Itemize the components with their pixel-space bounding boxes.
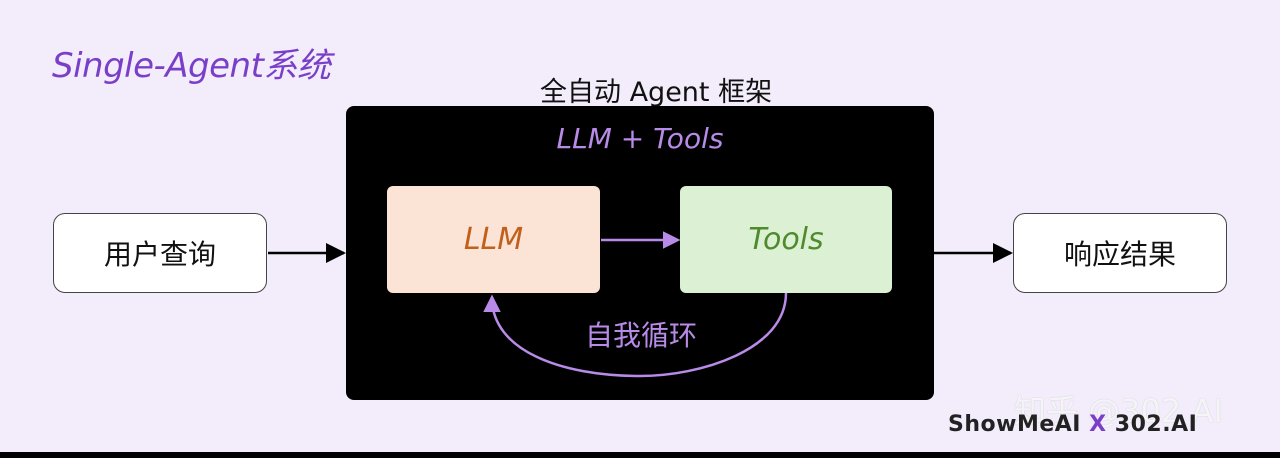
zhihu-watermark: 知乎 @302 AI [1014,392,1223,430]
llm-tools-label: LLM + Tools [556,122,724,155]
bottom-bar [0,452,1280,458]
brand-showmeai: ShowMeAI [948,412,1081,437]
agent-framework-box: LLM + Tools LLM Tools 自我循环 [346,106,934,400]
brand-x: X [1089,412,1107,437]
llm-node: LLM [387,186,600,293]
self-loop-label: 自我循环 [584,319,697,352]
response-node: 响应结果 [1013,213,1227,293]
diagram-title: Single-Agent系统 [52,46,331,86]
user-query-label: 用户查询 [103,238,216,271]
user-query-node: 用户查询 [53,213,267,293]
brand-mark: ShowMeAI X 302.AI [948,412,1197,437]
llm-label: LLM [463,222,524,257]
tools-label: Tools [748,222,824,257]
brand-302ai: 302.AI [1114,412,1198,437]
framework-label: 全自动 Agent 框架 [540,77,773,108]
tools-node: Tools [680,186,892,293]
response-label: 响应结果 [1063,238,1176,271]
